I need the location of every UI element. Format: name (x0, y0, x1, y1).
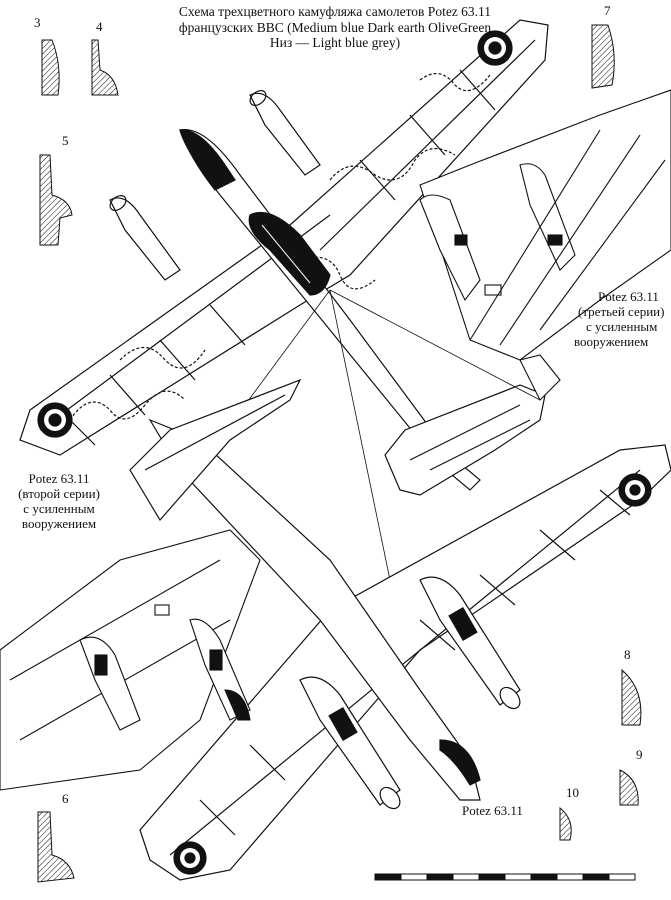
profile-number-8: 8 (624, 647, 631, 662)
caption-third-series-line-1: Potez 63.11 (598, 289, 659, 304)
caption-third-series-line-3: с усиленным (586, 318, 658, 334)
detail-profiles (37, 24, 642, 883)
profile-number-5: 5 (62, 133, 69, 148)
top-view-aircraft (19, 19, 549, 581)
scale-bar (374, 873, 636, 881)
profile-number-10: 10 (566, 785, 579, 800)
profile-number-3: 3 (34, 15, 41, 30)
caption-second-series-line-2: (второй серии) (18, 485, 100, 501)
profile-8 (621, 668, 642, 726)
caption-third-series: Potez 63.11 (третьей серии) с усиленным … (574, 289, 671, 350)
profile-7 (591, 24, 615, 89)
caption-third-series-line-2: (третьей серии) (578, 303, 665, 319)
profile-4 (91, 39, 119, 96)
profile-5 (39, 154, 73, 246)
profile-6 (37, 811, 75, 883)
title-line-2: французских BBC (Medium blue Dark earth … (178, 19, 492, 35)
profile-3 (41, 39, 60, 96)
profile-number-9: 9 (636, 747, 643, 762)
caption-second-series-line-4: вооружением (21, 515, 97, 531)
diagram-title: Схема трехцветного камуфляжа самолетов P… (110, 4, 560, 51)
profile-10 (559, 806, 572, 841)
caption-second-series-line-3: с усиленным (23, 500, 95, 516)
caption-bottom-view: Potez 63.11 (462, 803, 523, 818)
profile-number-7: 7 (604, 3, 611, 18)
roundel-right-wing (477, 30, 513, 66)
title-line-3: Низ — Light blue grey) (269, 35, 401, 51)
profile-number-6: 6 (62, 791, 69, 806)
roundel-left-wing (37, 402, 73, 438)
third-series-underside-view (419, 89, 671, 401)
caption-third-series-line-4: вооружением (574, 333, 649, 349)
profile-9 (619, 769, 639, 806)
profile-number-4: 4 (96, 19, 103, 34)
caption-second-series: Potez 63.11 (второй серии) с усиленным в… (4, 471, 114, 532)
second-series-underside-view (0, 529, 261, 791)
roundel-underside-left (173, 841, 207, 875)
title-line-1: Схема трехцветного камуфляжа самолетов P… (178, 4, 492, 19)
underside-view-aircraft (129, 378, 671, 881)
roundel-underside-right (618, 473, 652, 507)
caption-second-series-line-1: Potez 63.11 (28, 471, 90, 486)
